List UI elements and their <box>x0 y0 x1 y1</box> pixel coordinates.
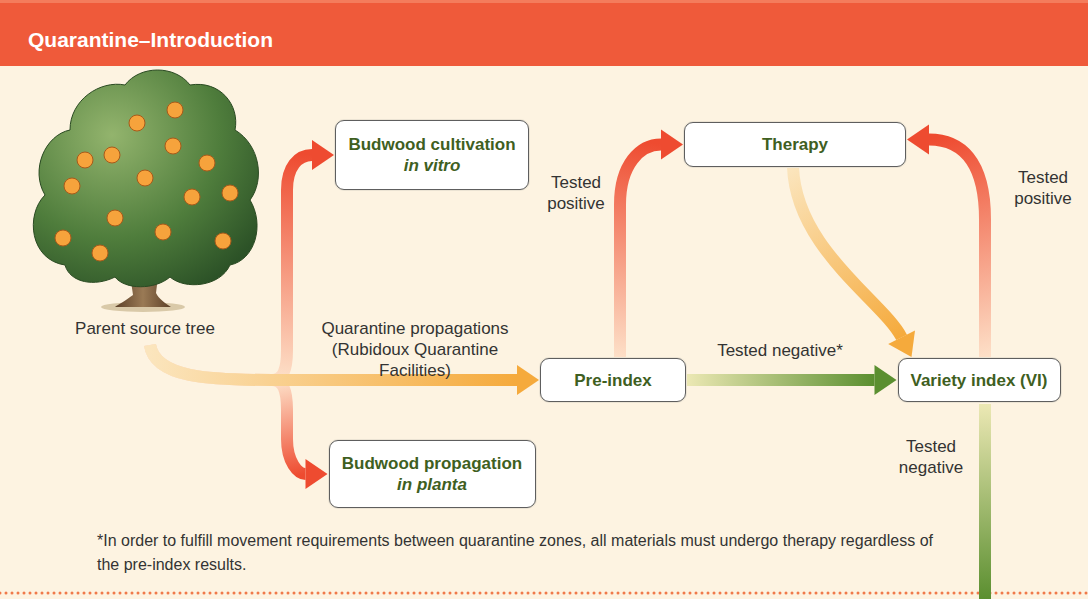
arrow-shaft <box>686 374 875 386</box>
box-text: in planta <box>397 474 467 495</box>
flow-arrow <box>793 167 915 357</box>
footnote: *In order to fulfill movement requiremen… <box>97 529 957 577</box>
process-box: Therapy <box>684 122 906 167</box>
flow-label: Tested negative <box>886 436 976 478</box>
process-box: Variety index (VI) <box>898 358 1061 402</box>
source-tree: Parent source tree <box>25 65 265 345</box>
arrow-head <box>312 140 334 170</box>
arrow-head <box>661 130 683 160</box>
tree-illustration <box>25 65 265 315</box>
box-text: Variety index (VI) <box>911 370 1048 391</box>
title-bar: Quarantine–Introduction <box>0 0 1088 66</box>
process-box: Pre-index <box>540 358 686 402</box>
arrow-head <box>517 365 539 395</box>
arrow-head <box>306 459 328 489</box>
edge-label: Tested positive <box>536 172 616 214</box>
edge-label: Tested negative* <box>695 340 865 361</box>
arrow-head <box>888 331 915 357</box>
box-text: Budwood cultivation <box>348 134 515 155</box>
flow-arrow <box>907 125 985 359</box>
process-box: Budwood propagationin planta <box>329 440 536 508</box>
dotted-border <box>0 592 1088 595</box>
title-text: Quarantine–Introduction <box>28 28 273 52</box>
box-text: in vitro <box>404 155 461 176</box>
arrow-shaft <box>793 167 902 337</box>
box-text: Therapy <box>762 134 828 155</box>
arrow-head <box>907 125 929 155</box>
arrow-head <box>875 365 897 395</box>
box-text: Budwood propagation <box>342 453 522 474</box>
flow-arrow <box>686 365 897 395</box>
exit-arrow <box>979 404 991 599</box>
flow-arrow <box>620 130 683 359</box>
process-box: Budwood cultivationin vitro <box>335 120 529 190</box>
edge-label: Tested positive <box>1003 167 1083 209</box>
edge-label: Quarantine propagations (Rubidoux Quaran… <box>295 318 535 381</box>
arrow-shaft <box>929 140 985 359</box>
arrow-shaft <box>620 145 661 359</box>
box-text: Pre-index <box>574 370 651 391</box>
tree-label: Parent source tree <box>75 318 215 339</box>
